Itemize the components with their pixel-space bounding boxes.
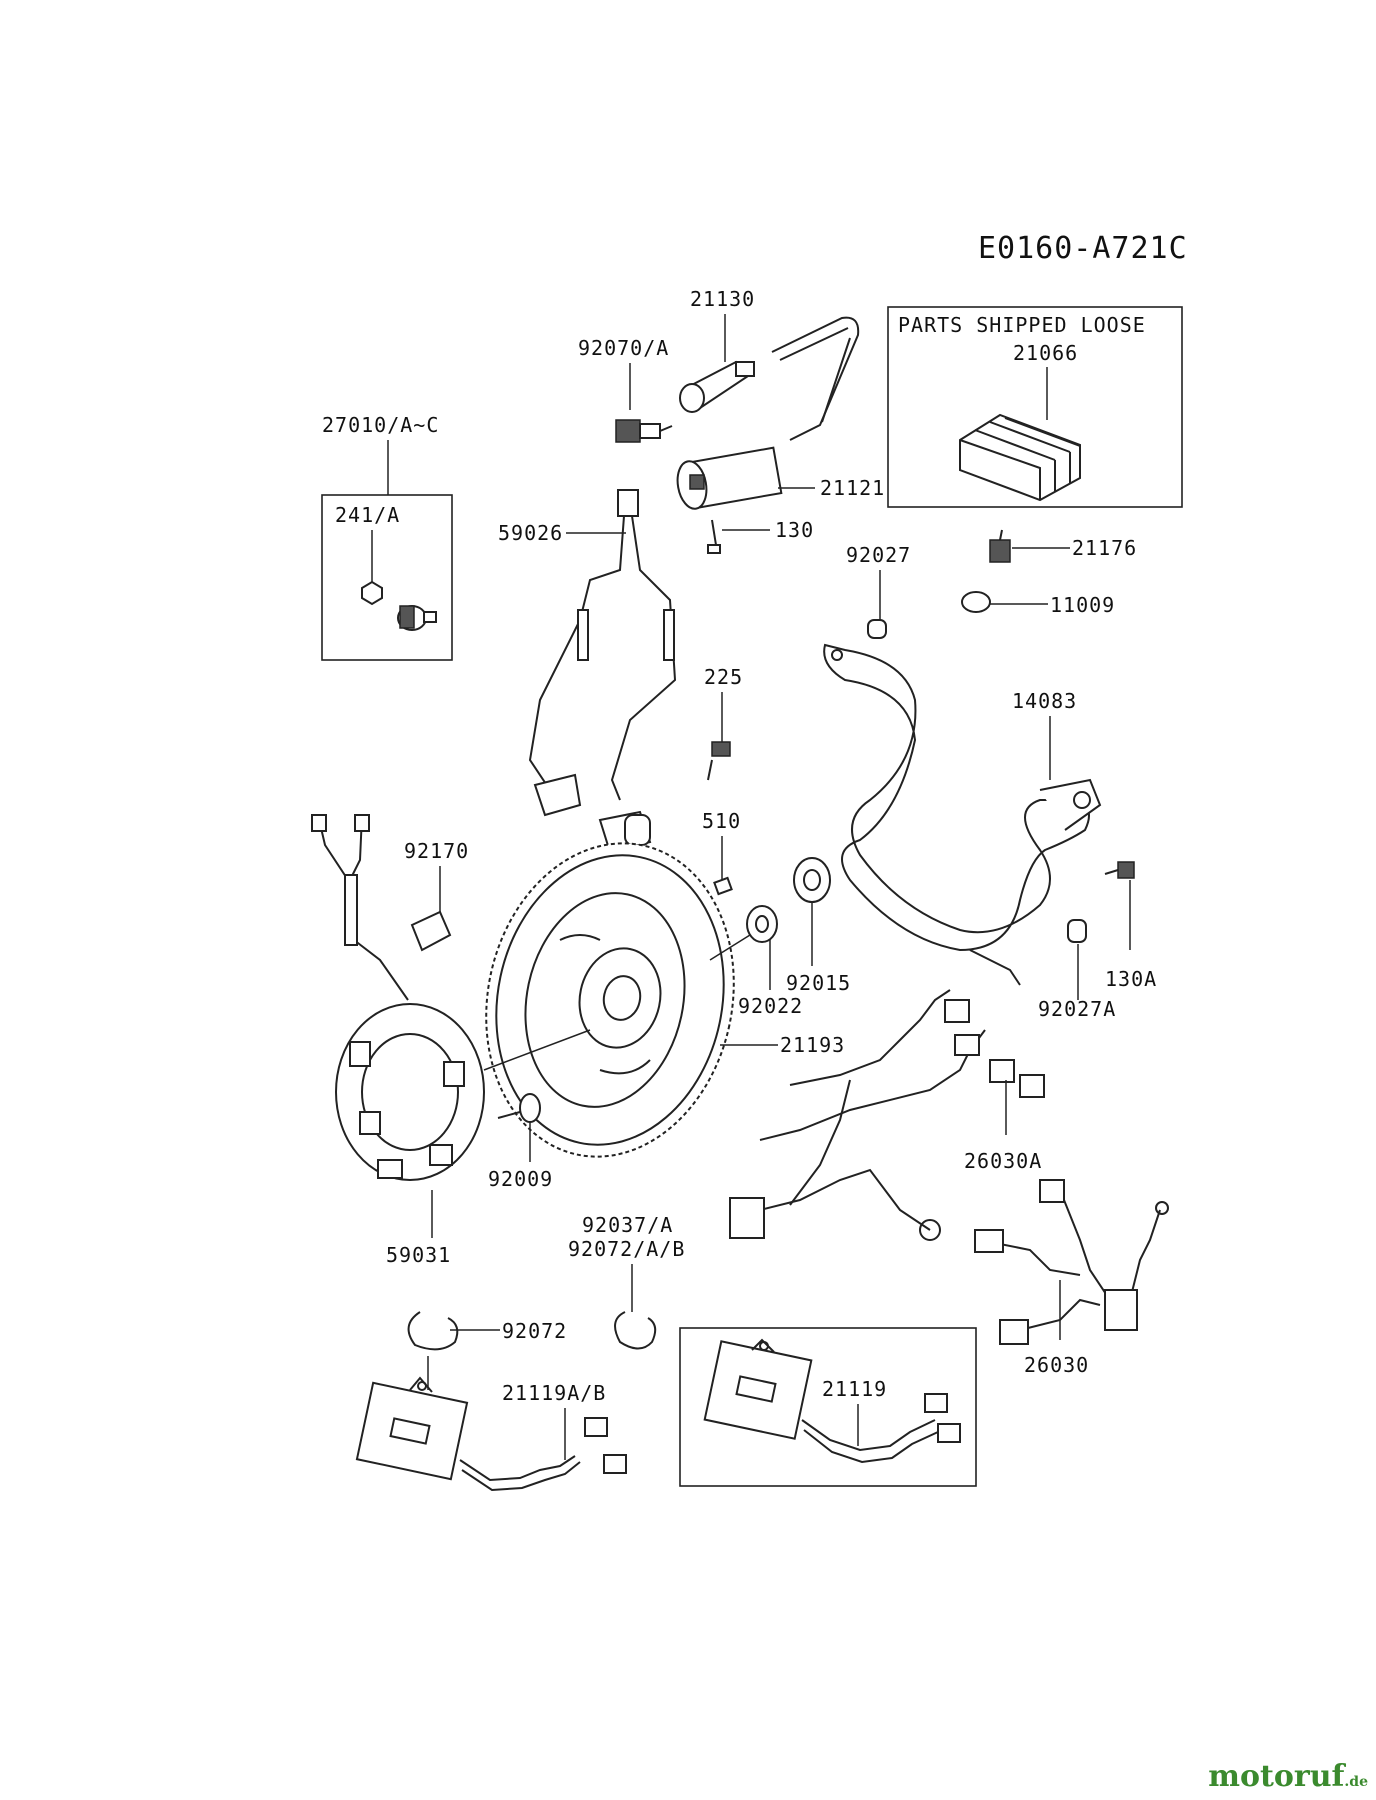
stator-59031[interactable]	[311, 814, 485, 1181]
collar-92027A[interactable]	[1067, 919, 1087, 943]
label-241[interactable]: 241/A	[335, 503, 400, 527]
flywheel-cover-14083[interactable]	[823, 643, 1102, 986]
label-225[interactable]: 225	[704, 665, 743, 689]
label-92027[interactable]: 92027	[846, 543, 911, 567]
label-21176[interactable]: 21176	[1072, 536, 1137, 560]
band-92072[interactable]	[407, 1311, 459, 1351]
key-510[interactable]	[713, 876, 733, 896]
collar-92027[interactable]	[867, 619, 887, 639]
label-92037[interactable]: 92037/A	[582, 1213, 673, 1237]
regulator-21066[interactable]	[959, 413, 1081, 502]
gasket-11009[interactable]	[961, 591, 991, 613]
label-130A[interactable]: 130A	[1105, 967, 1157, 991]
igniter-box: 21119	[679, 1327, 977, 1487]
harness-26030[interactable]	[974, 1179, 1169, 1345]
label-59026[interactable]: 59026	[498, 521, 563, 545]
label-21119AB[interactable]: 21119A/B	[502, 1381, 606, 1405]
label-92015[interactable]: 92015	[786, 971, 851, 995]
screw-130[interactable]	[707, 519, 721, 554]
label-27010[interactable]: 27010/A~C	[322, 413, 439, 437]
label-92070[interactable]: 92070/A	[578, 336, 669, 360]
loose-box-title: PARTS SHIPPED LOOSE	[898, 313, 1146, 337]
plug-cap-21130[interactable]	[679, 360, 755, 413]
spark-plug-92070[interactable]	[615, 419, 673, 443]
watermark-brand: motoruf	[1208, 1759, 1345, 1794]
clamp-92170[interactable]	[410, 910, 452, 952]
label-130[interactable]: 130	[775, 518, 814, 542]
diagram-code: E0160-A721C	[978, 231, 1188, 266]
label-21119[interactable]: 21119	[822, 1377, 887, 1401]
label-21130[interactable]: 21130	[690, 287, 755, 311]
igniter-21119AB[interactable]	[355, 1376, 627, 1492]
bolt-225[interactable]	[707, 741, 731, 781]
watermark: motoruf.de	[1208, 1759, 1368, 1794]
label-26030A[interactable]: 26030A	[964, 1149, 1042, 1173]
label-92009[interactable]: 92009	[488, 1167, 553, 1191]
label-92027A[interactable]: 92027A	[1038, 997, 1116, 1021]
label-21066[interactable]: 21066	[1013, 341, 1078, 365]
watermark-tld: .de	[1344, 1774, 1368, 1790]
switch-241[interactable]	[361, 580, 437, 631]
bolt-92009[interactable]	[497, 1093, 541, 1123]
flywheel-21193[interactable]	[458, 820, 762, 1180]
label-92072AB[interactable]: 92072/A/B	[568, 1237, 685, 1261]
ignition-coil-21121[interactable]	[674, 316, 860, 511]
label-21193[interactable]: 21193	[780, 1033, 845, 1057]
bolt-130A[interactable]	[1104, 861, 1135, 879]
label-59031[interactable]: 59031	[386, 1243, 451, 1267]
label-510[interactable]: 510	[702, 809, 741, 833]
sensor-21176[interactable]	[989, 529, 1011, 563]
band-92037[interactable]	[614, 1311, 657, 1350]
label-11009[interactable]: 11009	[1050, 593, 1115, 617]
nut-92015[interactable]	[793, 857, 831, 903]
label-14083[interactable]: 14083	[1012, 689, 1077, 713]
pulser-wire-59026[interactable]	[528, 489, 677, 854]
igniter-21119[interactable]	[703, 1338, 961, 1464]
label-21121[interactable]: 21121	[820, 476, 885, 500]
parts-shipped-loose-box: PARTS SHIPPED LOOSE 21066	[887, 306, 1183, 508]
washer-92022[interactable]	[746, 905, 778, 943]
switch-box: 27010/A~C 241/A	[321, 413, 453, 661]
label-92170[interactable]: 92170	[404, 839, 469, 863]
label-92022[interactable]: 92022	[738, 994, 803, 1018]
label-92072[interactable]: 92072	[502, 1319, 567, 1343]
label-26030[interactable]: 26030	[1024, 1353, 1089, 1377]
harness-26030A[interactable]	[729, 989, 1045, 1241]
